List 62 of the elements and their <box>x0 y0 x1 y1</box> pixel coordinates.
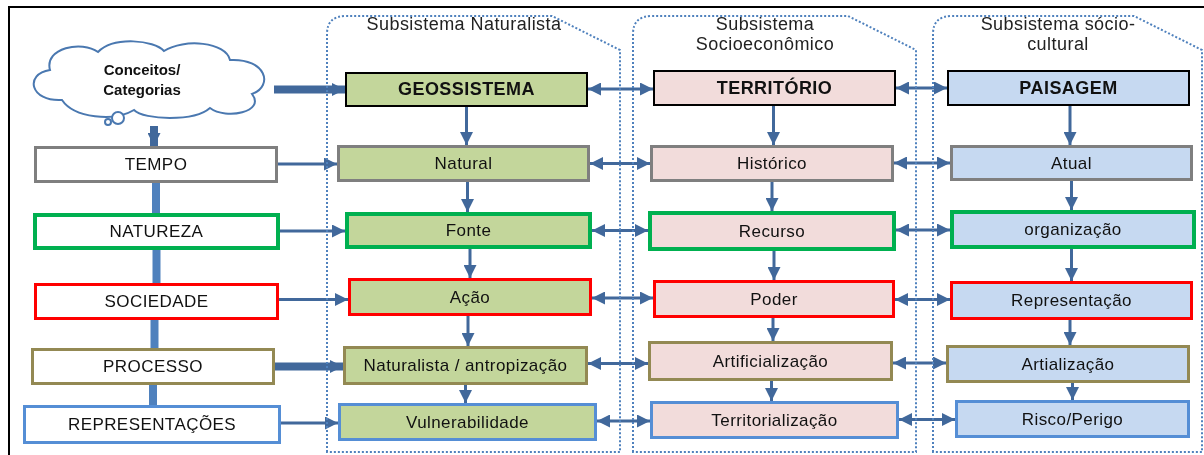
category-box: organização <box>950 210 1196 249</box>
subsystem-panel <box>326 14 622 453</box>
arrow <box>895 293 950 306</box>
arrow <box>765 381 778 401</box>
arrow <box>592 224 648 237</box>
system-box: TERRITÓRIO <box>653 70 896 106</box>
category-box: Territorialização <box>650 401 899 439</box>
system-box: PAISAGEM <box>947 70 1190 106</box>
arrow <box>588 82 653 96</box>
arrow <box>280 224 345 238</box>
arrow <box>893 356 946 370</box>
arrow <box>1066 383 1079 400</box>
arrow <box>1063 106 1077 145</box>
category-box: Natural <box>337 145 590 182</box>
subsystem-panel <box>632 14 918 453</box>
arrow <box>765 182 779 211</box>
category-box: Naturalista / antropização <box>343 346 588 385</box>
category-box: Recurso <box>648 211 896 251</box>
arrow <box>767 106 780 145</box>
arrow <box>896 223 950 237</box>
category-box: Atual <box>950 145 1193 181</box>
arrow <box>461 182 474 212</box>
arrow <box>275 360 343 373</box>
panel-heading: Subsistema Socioeconômico <box>694 14 836 54</box>
category-box: SOCIEDADE <box>34 283 279 320</box>
arrow <box>767 251 781 280</box>
category-box: Artificialização <box>648 341 893 381</box>
arrow <box>899 413 955 426</box>
arrow <box>463 249 477 278</box>
arrow <box>1065 249 1078 281</box>
subsystem-panel <box>932 14 1204 453</box>
category-box: Risco/Perigo <box>955 400 1190 438</box>
category-box: TEMPO <box>34 146 278 183</box>
arrow <box>281 416 338 430</box>
panel-heading: Subsistema sócio-cultural <box>979 14 1137 54</box>
category-box: Representação <box>950 281 1193 320</box>
arrow <box>592 291 653 305</box>
panel-heading: Subsistema Naturalista <box>365 14 563 34</box>
system-box: GEOSSISTEMA <box>345 72 588 107</box>
arrow <box>279 293 348 306</box>
arrow <box>896 81 947 95</box>
category-box: Fonte <box>345 212 592 249</box>
category-box: Histórico <box>650 145 894 182</box>
category-box: PROCESSO <box>31 348 275 385</box>
category-box: Poder <box>653 280 895 318</box>
arrow <box>1063 320 1077 345</box>
arrow <box>278 157 337 171</box>
arrow <box>766 318 780 341</box>
arrow <box>588 357 648 370</box>
arrow <box>459 385 472 403</box>
category-box: NATUREZA <box>33 213 280 250</box>
category-box: REPRESENTAÇÕES <box>23 405 281 444</box>
arrow <box>460 107 473 145</box>
arrow <box>894 156 950 170</box>
arrow <box>1065 181 1078 210</box>
cloud-text: Conceitos/ Categorias <box>102 60 182 100</box>
category-box: Ação <box>348 278 592 316</box>
arrow <box>590 157 650 170</box>
category-box: Vulnerabilidade <box>338 403 597 441</box>
category-box: Artialização <box>946 345 1190 383</box>
arrow <box>461 316 475 346</box>
arrow <box>597 414 650 428</box>
